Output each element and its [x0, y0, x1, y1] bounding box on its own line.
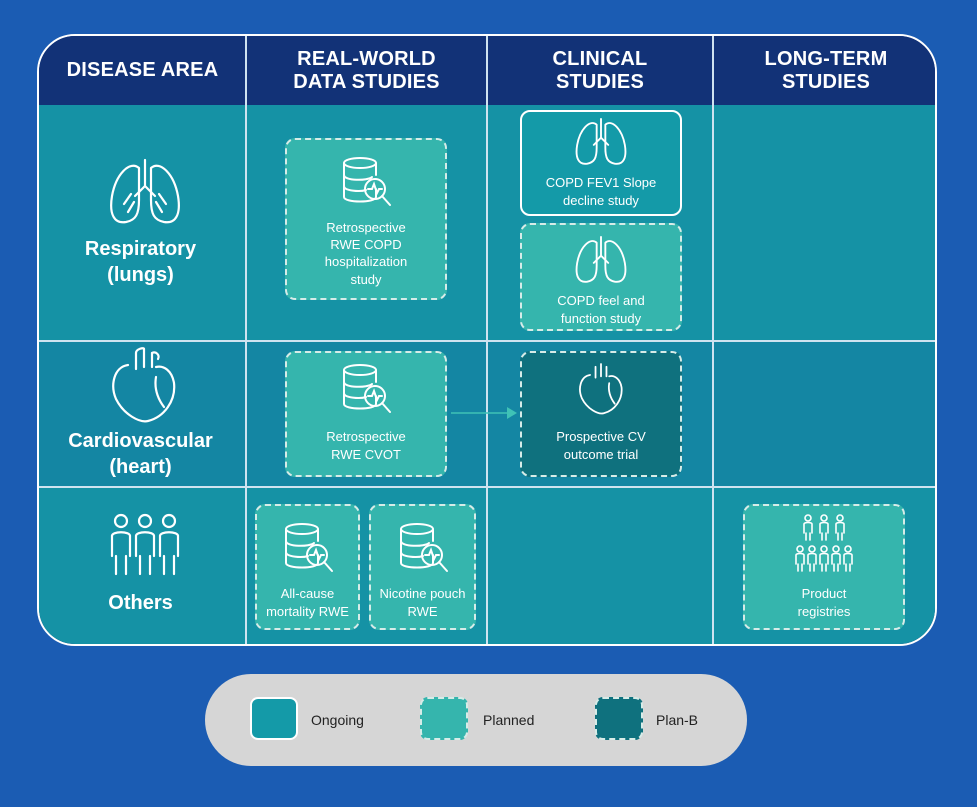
area-respiratory: Respiratory (lungs)	[84, 238, 197, 286]
lungs-icon	[106, 156, 184, 228]
card-copd-feel-function[interactable]: COPD feel and function study	[520, 223, 682, 331]
card-label: All-cause mortality RWE	[266, 586, 349, 619]
people-icon	[106, 512, 184, 578]
card-label: COPD feel and function study	[557, 293, 645, 326]
divider	[39, 486, 935, 488]
header-long-term-studies: LONG-TERM STUDIES	[713, 36, 935, 105]
card-label: Retrospective RWE CVOT	[326, 429, 406, 462]
card-label: COPD FEV1 Slope decline study	[545, 175, 657, 208]
divider	[39, 340, 935, 342]
card-label: Retrospective RWE COPD hospitalization s…	[324, 219, 408, 287]
legend: Ongoing Planned Plan-B	[205, 674, 747, 766]
lungs-icon	[571, 234, 631, 286]
database-search-icon	[340, 362, 392, 416]
card-retrospective-rwe-cvot[interactable]: Retrospective RWE CVOT	[285, 351, 447, 477]
population-icon	[793, 513, 855, 575]
database-search-icon	[397, 521, 449, 575]
card-label: Prospective CV outcome trial	[556, 429, 646, 462]
area-cardiovascular: Cardiovascular (heart)	[68, 430, 213, 478]
legend-swatch-ongoing	[250, 697, 298, 740]
heart-icon	[106, 347, 182, 427]
legend-label-planned: Planned	[483, 712, 535, 728]
lungs-icon	[571, 116, 631, 168]
study-matrix: DISEASE AREA REAL-WORLD DATA STUDIES CLI…	[37, 34, 937, 646]
database-search-icon	[282, 521, 334, 575]
card-prospective-cv-outcome[interactable]: Prospective CV outcome trial	[520, 351, 682, 477]
card-copd-fev1-slope[interactable]: COPD FEV1 Slope decline study	[520, 110, 682, 216]
arrow-right-icon	[451, 406, 517, 420]
card-label: Nicotine pouch RWE	[379, 586, 466, 619]
card-retrospective-rwe-copd[interactable]: Retrospective RWE COPD hospitalization s…	[285, 138, 447, 300]
heart-icon	[575, 362, 627, 418]
card-nicotine-pouch-rwe[interactable]: Nicotine pouch RWE	[369, 504, 476, 630]
legend-label-ongoing: Ongoing	[311, 712, 364, 728]
legend-swatch-planned	[420, 697, 468, 740]
header-real-world-data-studies: REAL-WORLD DATA STUDIES	[246, 36, 487, 105]
area-others: Others	[108, 592, 173, 614]
card-label: Product registries	[797, 586, 851, 619]
header-disease-area: DISEASE AREA	[39, 36, 246, 105]
header-clinical-studies: CLINICAL STUDIES	[487, 36, 713, 105]
card-product-registries[interactable]: Product registries	[743, 504, 905, 630]
legend-label-planb: Plan-B	[656, 712, 699, 728]
card-all-cause-mortality-rwe[interactable]: All-cause mortality RWE	[255, 504, 360, 630]
legend-swatch-planb	[595, 697, 643, 740]
database-search-icon	[340, 155, 392, 209]
